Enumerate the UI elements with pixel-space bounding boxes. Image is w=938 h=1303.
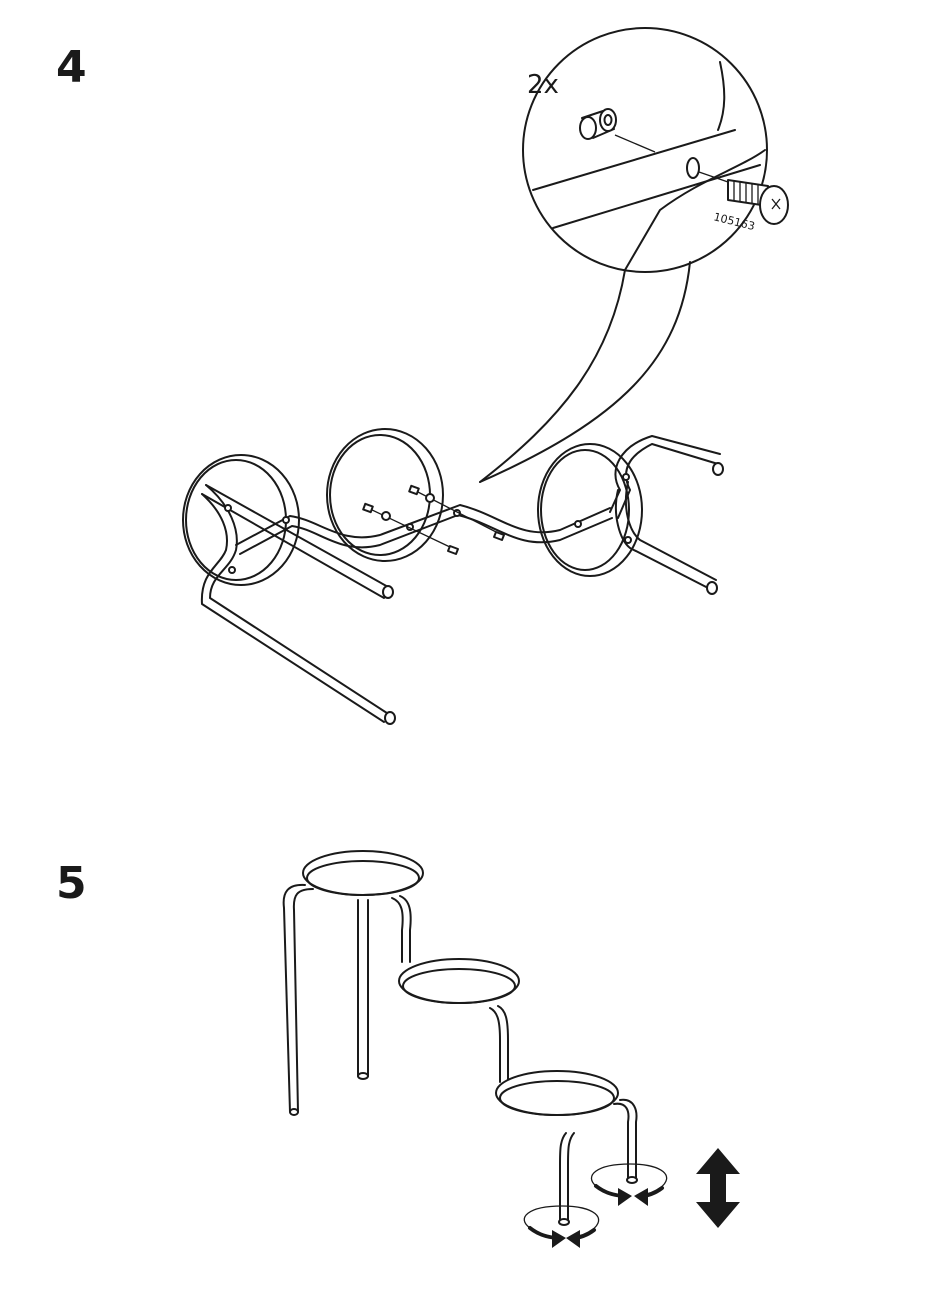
leveling-foot-rotate-icon — [523, 1163, 668, 1248]
insert-sleeve-icon — [579, 108, 617, 140]
plant-stand-upside-down — [182, 428, 724, 725]
screw-icon — [727, 179, 789, 225]
step-4-number: 4 — [56, 42, 87, 93]
screw-insert-detail-icon: 2x 105163 — [479, 27, 789, 483]
up-down-arrow-icon — [696, 1148, 740, 1228]
quantity-label: 2x — [527, 70, 559, 100]
plant-stand-upright — [282, 850, 638, 1226]
step-5-number: 5 — [56, 858, 87, 909]
